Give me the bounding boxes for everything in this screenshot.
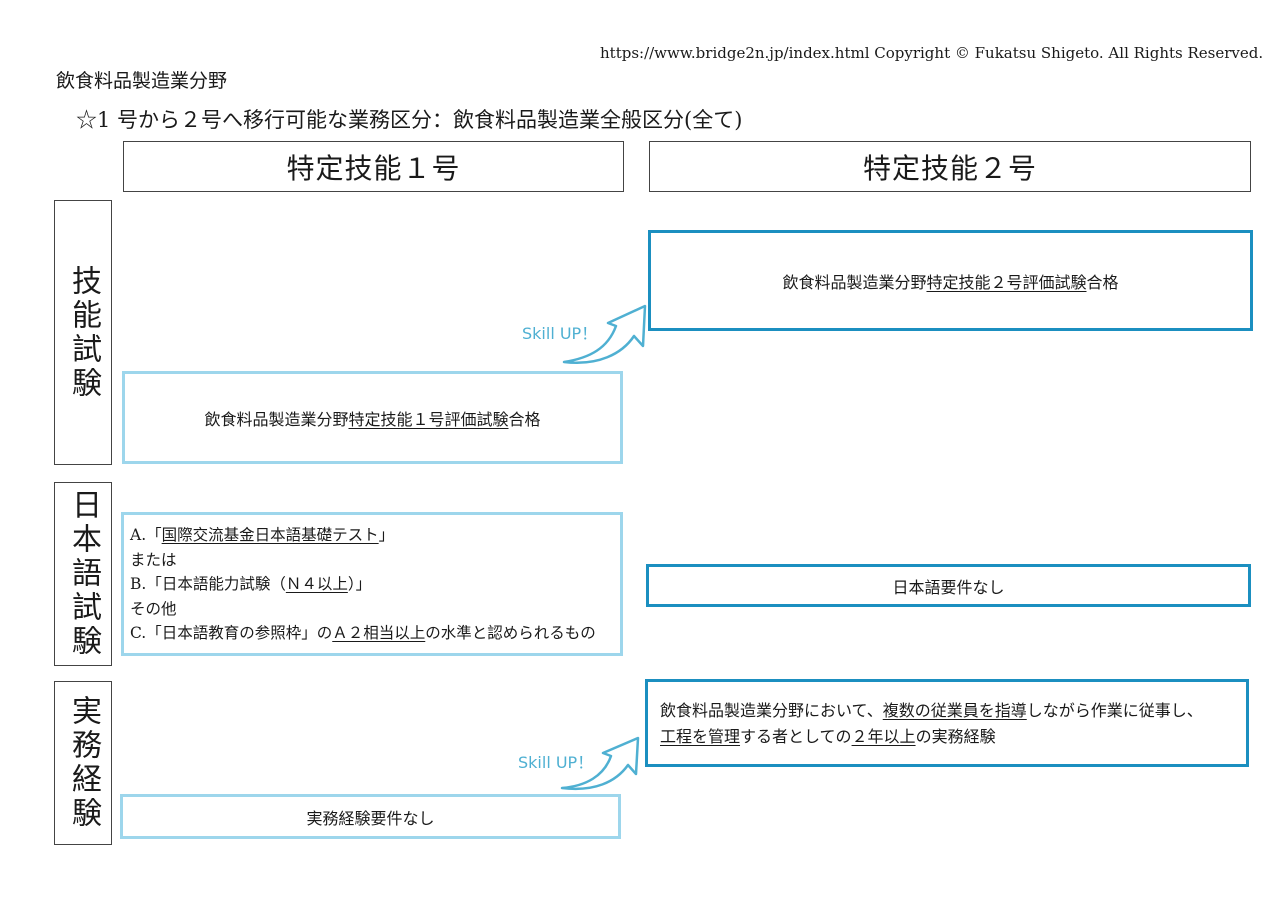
ssw2-skill-test-box: 飲食料品製造業分野特定技能２号評価試験合格 [648,230,1253,331]
ssw1-skill-prefix: 飲食料品製造業分野 [204,409,349,429]
ssw2-japanese-text: 日本語要件なし [892,577,1005,597]
ssw1-skill-suffix: 合格 [508,409,541,429]
ssw1-japanese-list: A.「国際交流基金日本語基礎テスト」 または B.「日本語能力試験（Ｎ４以上）」… [124,515,620,646]
ssw2-japanese-box: 日本語要件なし [646,564,1251,607]
option-a-suffix: 」 [378,526,395,544]
japanese-other-text: その他 [130,599,177,618]
experience-line-1: 飲食料品製造業分野において、複数の従業員を指導しながら作業に従事し、 [660,698,1246,724]
skill-up-label-2: Skill UP！ [518,753,594,772]
exp-line1-prefix: 飲食料品製造業分野において、 [660,701,883,720]
row-label-skill-test: 技能試験 [54,200,112,465]
japanese-option-b: B.「日本語能力試験（Ｎ４以上）」 [130,572,620,597]
japanese-option-c: C.「日本語教育の参照枠」のＡ２相当以上の水準と認められるもの [130,621,620,646]
exp-line1-suffix: しながら作業に従事し、 [1026,701,1203,720]
exp-line2-middle: する者としての [740,727,852,746]
ssw1-skill-test-box: 飲食料品製造業分野特定技能１号評価試験合格 [122,371,623,464]
row-label-experience-text: 実務経験 [66,695,101,831]
option-c-suffix: の水準と認められるもの [425,624,596,642]
japanese-or-text: または [130,550,177,569]
option-c-prefix: C.「日本語教育の参照枠」の [130,624,333,642]
ssw2-skill-suffix: 合格 [1086,272,1119,292]
ssw1-japanese-box: A.「国際交流基金日本語基礎テスト」 または B.「日本語能力試験（Ｎ４以上）」… [121,512,623,656]
option-b-suffix: ）」 [347,575,372,593]
ssw1-experience-box: 実務経験要件なし [120,794,621,839]
japanese-option-a: A.「国際交流基金日本語基礎テスト」 [130,523,620,548]
row-label-skill-test-text: 技能試験 [66,264,101,401]
option-c-level: Ａ２相当以上 [332,624,426,642]
skill-up-arrow-icon-2 [560,736,640,791]
column-header-ssw1: 特定技能１号 [123,141,624,192]
sector-title: 飲食料品製造業分野 [56,70,228,92]
ssw1-experience-text: 実務経験要件なし [306,808,435,828]
transition-note: ☆1 号から２号へ移行可能な業務区分：飲食料品製造業全般区分(全て) [76,108,743,132]
skill-up-arrow-icon-1 [562,304,647,364]
option-a-test-name: 国際交流基金日本語基礎テスト [161,526,379,544]
ssw2-experience-box: 飲食料品製造業分野において、複数の従業員を指導しながら作業に従事し、 工程を管理… [645,679,1249,767]
column-header-ssw2: 特定技能２号 [649,141,1251,192]
ssw2-skill-test-text: 飲食料品製造業分野特定技能２号評価試験合格 [782,269,1118,293]
skill-up-label-1: Skill UP！ [522,324,598,343]
option-b-level: Ｎ４以上 [285,575,348,593]
exp-line2-suffix: の実務経験 [915,727,996,746]
ssw2-skill-exam-name: 特定技能２号評価試験 [926,272,1087,292]
row-label-experience: 実務経験 [54,681,112,845]
copyright-notice: https://www.bridge2n.jp/index.html Copyr… [600,44,1264,62]
ssw1-skill-exam-name: 特定技能１号評価試験 [348,409,509,429]
experience-line-2: 工程を管理する者としての２年以上の実務経験 [660,724,1246,750]
ssw2-skill-prefix: 飲食料品製造業分野 [782,272,927,292]
option-b-prefix: B.「日本語能力試験（ [130,575,286,593]
exp-line2-underlined-2: ２年以上 [851,727,916,746]
exp-line1-underlined: 複数の従業員を指導 [882,701,1027,720]
row-label-japanese-test: 日本語試験 [54,482,112,666]
row-label-japanese-test-text: 日本語試験 [66,489,101,659]
exp-line2-underlined-1: 工程を管理 [660,727,741,746]
ssw1-skill-test-text: 飲食料品製造業分野特定技能１号評価試験合格 [204,406,540,430]
option-a-prefix: A.「 [130,526,162,544]
ssw2-experience-text: 飲食料品製造業分野において、複数の従業員を指導しながら作業に従事し、 工程を管理… [648,682,1246,750]
